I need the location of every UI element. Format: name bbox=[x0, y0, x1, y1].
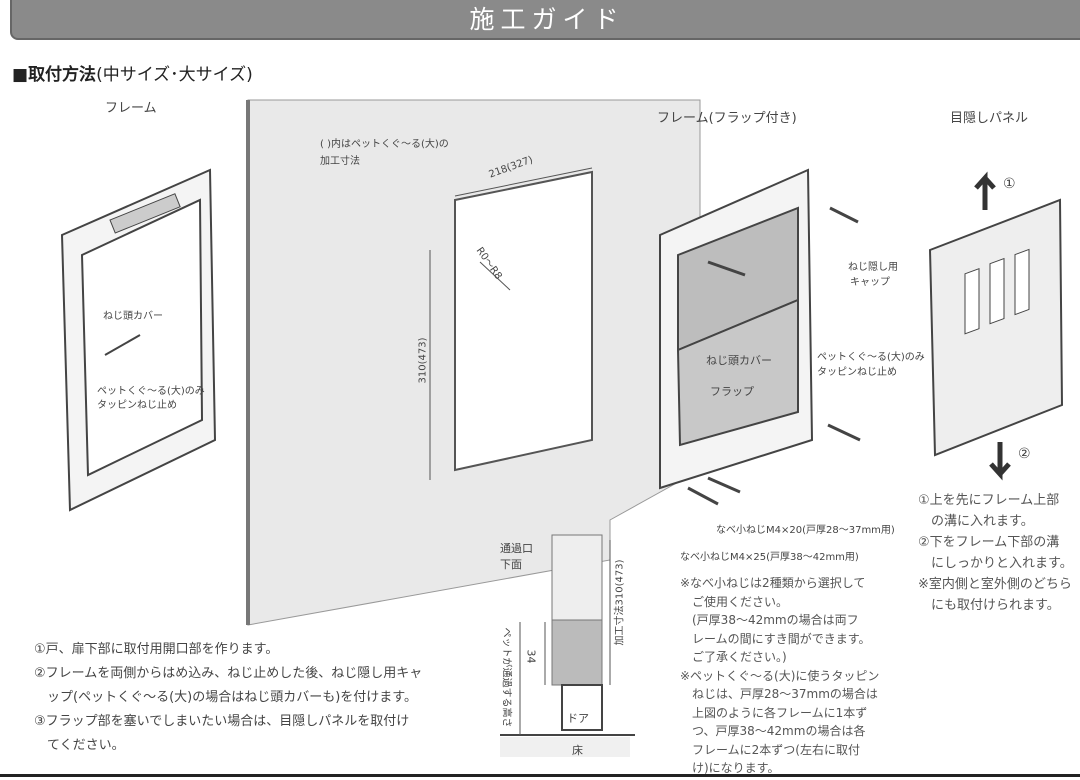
arrow-up-icon bbox=[974, 171, 996, 210]
dimension-34: 34 bbox=[524, 649, 538, 664]
label-frame: フレーム bbox=[105, 101, 157, 116]
label-blind-panel: 目隠しパネル bbox=[950, 111, 1029, 126]
step: ①戸、扉下部に取付用開口部を作ります。 bbox=[34, 642, 279, 657]
note-line: ねじは、戸厚28〜37mmの場合は bbox=[680, 687, 878, 701]
note-line: つ、戸厚38〜42mmの場合は各 bbox=[680, 724, 866, 738]
pet-height: ペットが通過する高さ bbox=[500, 627, 512, 728]
cut-dimension: 加工寸法310(473) bbox=[614, 559, 626, 646]
door-opening bbox=[454, 170, 593, 472]
height-dimension-label: 310(473) bbox=[417, 337, 429, 384]
panel-step-2-marker: ② bbox=[1018, 446, 1031, 462]
header-title: 施工ガイド bbox=[469, 5, 625, 34]
step: ップ(ペットくぐ〜る(大)の場合はねじ頭カバーも)を付けます。 bbox=[34, 690, 417, 705]
label-frame-flap: フレーム(フラップ付き) bbox=[657, 111, 797, 126]
screw-notes: ※なべ小ねじは2種類から選択して ご使用ください。 (戸厚38〜42mmの場合は… bbox=[680, 574, 879, 778]
note-line: ご使用ください。 bbox=[680, 594, 789, 609]
label-passage: 通過口 bbox=[500, 542, 533, 555]
cross-section bbox=[500, 534, 635, 757]
panel-step: にも取付けられます。 bbox=[918, 598, 1060, 613]
section-title: ■取付方法(中サイズ･大サイズ) bbox=[12, 65, 253, 85]
panel-step: にしっかりと入れます。 bbox=[918, 556, 1073, 571]
panel-step-1-marker: ① bbox=[1003, 176, 1016, 192]
panel-step: の溝に入れます。 bbox=[918, 514, 1034, 529]
label-screw-cover-right: ねじ頭カバー bbox=[706, 354, 772, 367]
note-line: け)になります。 bbox=[680, 761, 780, 775]
step: ②フレームを両側からはめ込み、ねじ止めした後、ねじ隠し用キャ bbox=[34, 666, 423, 681]
label-screw-cap: キャップ bbox=[850, 277, 890, 288]
panel-steps: ①上を先にフレーム上部 の溝に入れます。 ②下をフレーム下部の溝 にしっかりと入… bbox=[918, 490, 1073, 616]
steps-list: ①戸、扉下部に取付用開口部を作ります。 ②フレームを両側からはめ込み、ねじ止めし… bbox=[34, 638, 422, 758]
label-door: ドア bbox=[567, 712, 589, 725]
note-line: ※ペットくぐ〜る(大)に使うタッピン bbox=[680, 668, 880, 683]
label-tapping-note: ペットくぐ〜る(大)のみ bbox=[97, 386, 205, 397]
label-dimension-note: 加工寸法 bbox=[320, 156, 360, 167]
panel-step: ②下をフレーム下部の溝 bbox=[918, 535, 1060, 550]
label-screw-cover: ねじ頭カバー bbox=[103, 311, 163, 322]
left-frame bbox=[60, 168, 217, 512]
label-screw-m4x25: なべ小ねじM4×25(戸厚38〜42mm用) bbox=[680, 552, 859, 563]
panel-step: ※室内側と室外側のどちら bbox=[918, 577, 1072, 592]
label-floor: 床 bbox=[572, 744, 583, 757]
note-line: レームの間にすき間ができます。 bbox=[680, 631, 871, 646]
step: てください。 bbox=[34, 738, 125, 753]
header-bar: 施工ガイド bbox=[10, 0, 1080, 40]
label-passage: 下面 bbox=[500, 558, 522, 571]
note-line: (戸厚38〜42mmの場合は両フ bbox=[680, 613, 859, 627]
arrow-down-icon bbox=[989, 442, 1011, 481]
note-line: 上図のように各フレームに1本ず bbox=[680, 705, 868, 720]
note-line: ご了承ください。) bbox=[680, 650, 787, 664]
note-line: ※なべ小ねじは2種類から選択して bbox=[680, 576, 866, 590]
note-line: フレームに2本ずつ(左右に取付 bbox=[680, 742, 860, 757]
label-flap: フラップ bbox=[710, 385, 754, 398]
bottom-border bbox=[0, 774, 1080, 777]
label-tapping-note-right: ペットくぐ〜る(大)のみ bbox=[817, 352, 925, 363]
label-tapping-note-right: タッピンねじ止め bbox=[817, 367, 897, 378]
blind-panel bbox=[928, 171, 1064, 481]
label-dimension-note: ( )内はペットくぐ〜る(大)の bbox=[320, 139, 449, 150]
label-screw-cap: ねじ隠し用 bbox=[848, 262, 898, 273]
label-screw-m4x20: なべ小ねじM4×20(戸厚28〜37mm用) bbox=[716, 525, 895, 536]
label-tapping-note: タッピンねじ止め bbox=[97, 400, 177, 411]
step: ③フラップ部を塞いでしまいたい場合は、目隠しパネルを取付け bbox=[34, 714, 410, 729]
flap-frame bbox=[659, 168, 861, 506]
panel-step: ①上を先にフレーム上部 bbox=[918, 493, 1060, 508]
